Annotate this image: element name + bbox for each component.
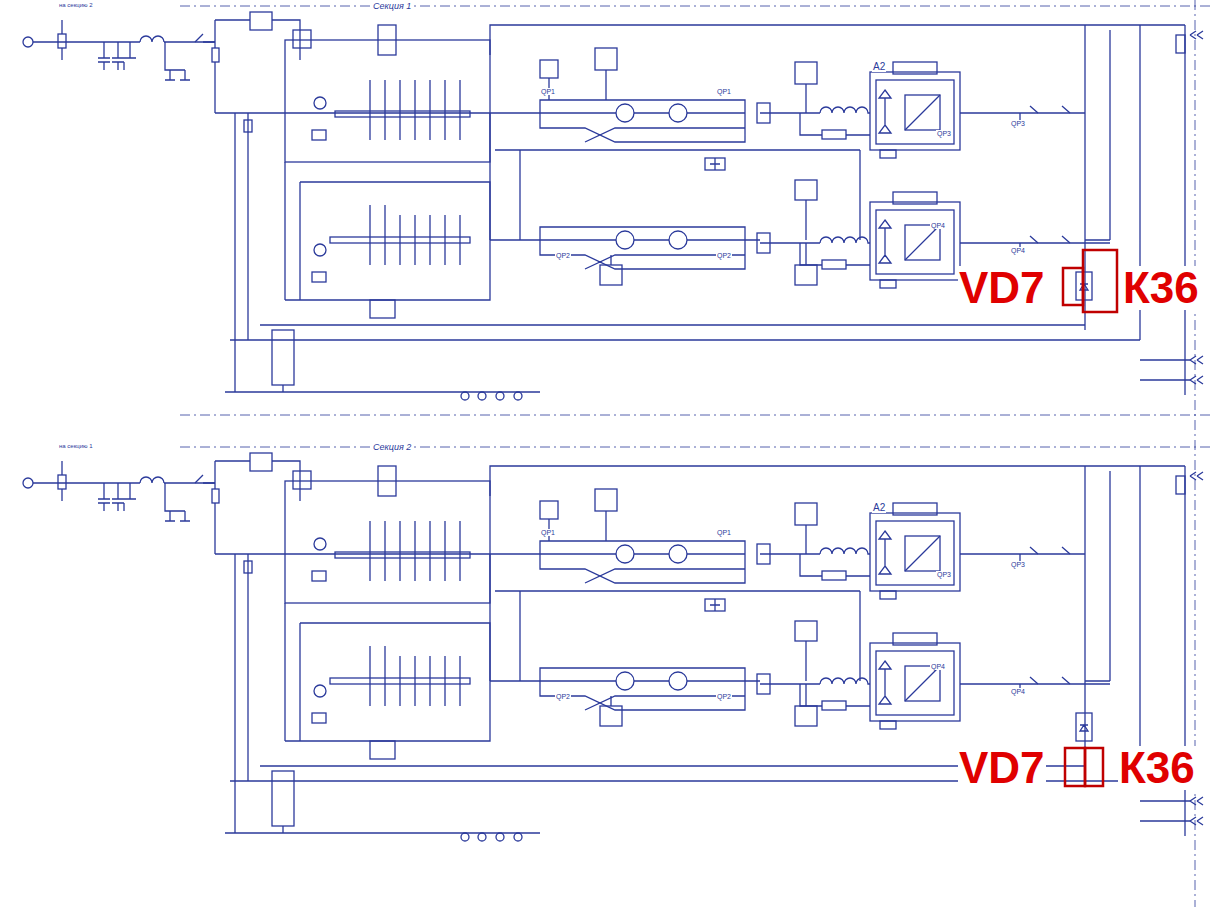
component-callout: VD7	[958, 746, 1046, 790]
component-callout: VD7	[958, 266, 1046, 310]
cross-reference: на секцию 1	[58, 443, 94, 449]
section-title: Секция 2	[372, 443, 412, 452]
switch-label: QP4	[1010, 247, 1026, 254]
switch-label: QP4	[930, 663, 946, 670]
switch-label: QP2	[555, 252, 571, 259]
switch-label: QP4	[1010, 688, 1026, 695]
switch-label: QP1	[540, 529, 556, 536]
switch-label: QP1	[716, 529, 732, 536]
switch-label: QP2	[716, 693, 732, 700]
section-divider	[180, 415, 1212, 416]
switch-label: QP2	[555, 693, 571, 700]
switch-label: QP3	[936, 130, 952, 137]
section-one	[23, 6, 1212, 400]
switch-label: QP4	[930, 222, 946, 229]
switch-label: QP3	[1010, 120, 1026, 127]
section-two	[23, 447, 1212, 841]
switch-label: QP3	[936, 571, 952, 578]
component-callout: К36	[1122, 266, 1200, 310]
highlight-frames	[1063, 250, 1117, 786]
switch-label: QP2	[716, 252, 732, 259]
cross-reference: на секцию 2	[58, 2, 94, 8]
component-callout: К36	[1118, 746, 1196, 790]
unit-label: A2	[872, 503, 886, 513]
switch-label: QP1	[716, 88, 732, 95]
section-title: Секция 1	[372, 2, 412, 11]
unit-label: A2	[872, 62, 886, 72]
switch-label: QP3	[1010, 561, 1026, 568]
switch-label: QP1	[540, 88, 556, 95]
